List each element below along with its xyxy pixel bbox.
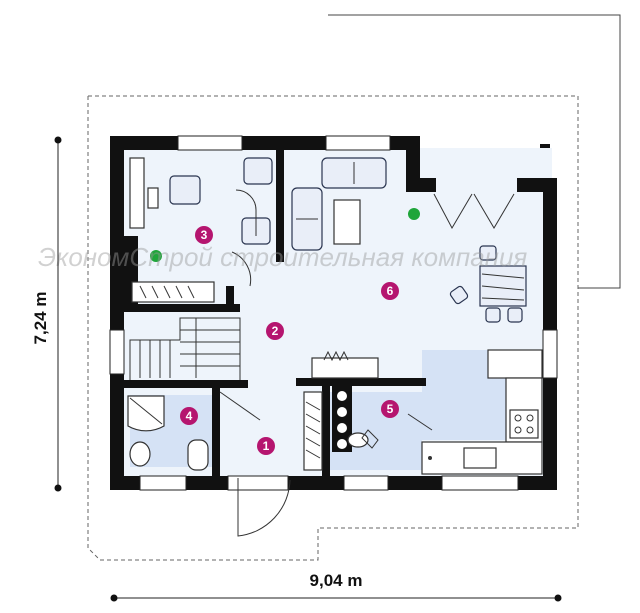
room-marker-4: 4 (180, 407, 198, 425)
room-marker-6: 6 (381, 282, 399, 300)
windows (109, 135, 558, 491)
room-number-label: 4 (186, 409, 193, 423)
sink (463, 447, 497, 469)
bathroom (127, 395, 209, 471)
entrance-opening (227, 475, 289, 491)
window-top-left (177, 135, 243, 151)
window-bay-right (473, 193, 515, 229)
room-number-label: 5 (387, 402, 394, 416)
washer (347, 432, 369, 448)
room-marker-1: 1 (257, 437, 275, 455)
wardrobe (131, 281, 215, 303)
room-marker-circle (195, 226, 213, 244)
entrance-door (237, 478, 291, 537)
chair-1 (479, 245, 497, 261)
room-number-label: 2 (272, 324, 279, 338)
bedroom-door (231, 251, 252, 287)
room-markers: 1 2 3 4 5 6 (180, 226, 399, 455)
kitchen-door (407, 413, 433, 431)
shower (127, 395, 165, 432)
window-top-right (325, 135, 391, 151)
bath-door (219, 391, 261, 421)
toilet (187, 439, 209, 471)
room-marker-circle (266, 322, 284, 340)
plant-icon-2 (408, 208, 420, 220)
room-marker-circle (381, 400, 399, 418)
coffee-table (333, 199, 361, 245)
chair-4 (449, 285, 469, 305)
kitchen (421, 349, 543, 475)
window-right (542, 329, 558, 379)
armchair-2 (243, 157, 273, 185)
counter-top (487, 349, 543, 379)
boiler (332, 386, 352, 452)
room-marker-3: 3 (195, 226, 213, 244)
shoe-rack (303, 391, 323, 471)
keyboard (147, 187, 159, 209)
radiator (311, 357, 379, 379)
width-dimension: 9,04 m (110, 571, 562, 602)
plant-icon (150, 250, 162, 262)
room-marker-circle (381, 282, 399, 300)
armchair-1 (169, 175, 201, 205)
desk (129, 157, 145, 229)
living-furniture (291, 157, 527, 323)
stove (509, 409, 539, 439)
window-bath (139, 475, 187, 491)
lamp-arc (235, 189, 257, 236)
height-dimension: 7,24 m (31, 136, 62, 492)
window-kitchen-right (441, 475, 519, 491)
bedroom-furniture (129, 157, 273, 303)
watermark-text: ЭкономСтрой строительная компания (38, 242, 527, 272)
staircase (129, 317, 241, 380)
height-label: 7,24 m (31, 292, 50, 345)
room-number-label: 3 (201, 228, 208, 242)
washbasin (129, 441, 151, 467)
room-number-label: 6 (387, 284, 394, 298)
window-left (109, 329, 125, 375)
window-bay-left (433, 193, 473, 230)
room-number-label: 1 (263, 439, 270, 453)
room-marker-2: 2 (266, 322, 284, 340)
chair-2 (485, 307, 501, 323)
doors (219, 251, 433, 537)
width-label: 9,04 m (310, 571, 363, 590)
boiler-room (332, 386, 379, 452)
room-marker-5: 5 (381, 400, 399, 418)
room-marker-circle (257, 437, 275, 455)
room-marker-circle (180, 407, 198, 425)
heater (303, 350, 379, 471)
window-kitchen-left (343, 475, 389, 491)
chair-3 (507, 307, 523, 323)
